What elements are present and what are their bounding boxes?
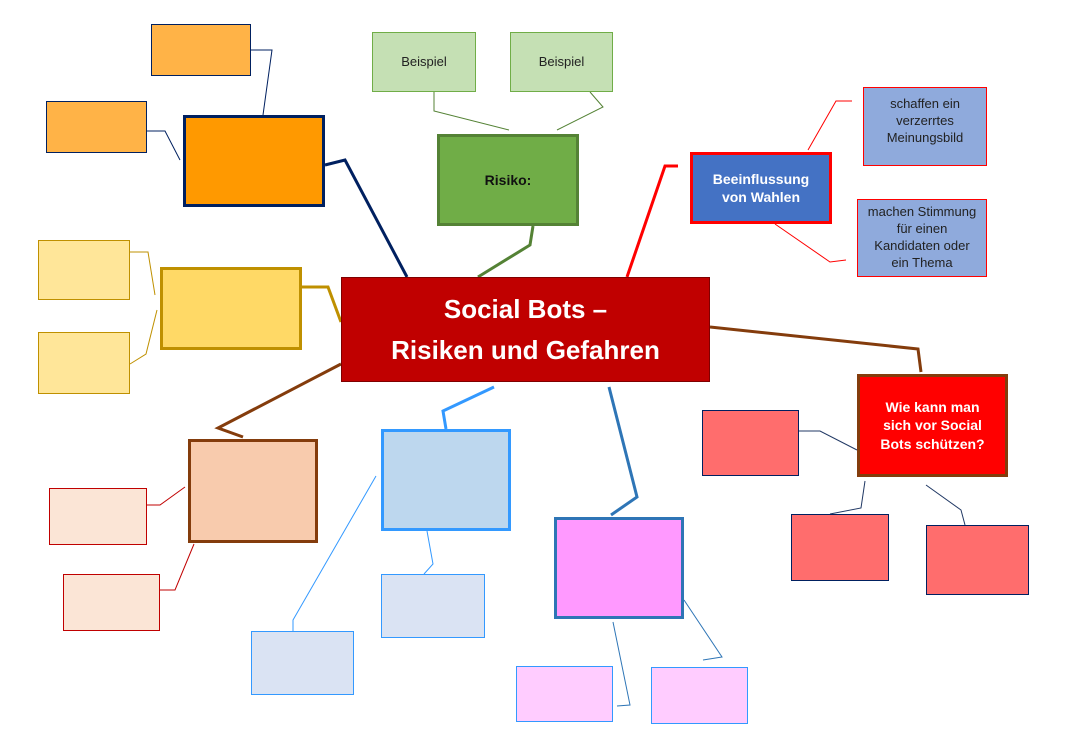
- schutz-label: Wie kann man sich vor Social Bots schütz…: [880, 399, 985, 452]
- connector-wahlen: [625, 164, 678, 278]
- connector-lightblue: [441, 385, 495, 430]
- connector-orange: [324, 158, 409, 278]
- risiko-example-label: Beispiel: [401, 53, 447, 69]
- wahlen-point: machen Stimmung für einen Kandidaten ode…: [857, 199, 987, 277]
- risiko-label: Risiko:: [484, 171, 532, 188]
- connector-risiko: [477, 225, 535, 279]
- center-title-line2: Risiken und Gefahren: [391, 334, 660, 365]
- connector-lightblue-sub: [292, 475, 377, 631]
- wahlen-node: Beeinflussung von Wahlen: [690, 152, 832, 224]
- schutz-subnode: [926, 525, 1029, 595]
- connector-orange-sub: [251, 49, 273, 116]
- connector-schutz-sub: [925, 484, 966, 526]
- peach-subnode: [49, 488, 147, 545]
- schutz-subnode: [702, 410, 799, 476]
- pink-subnode: [651, 667, 748, 724]
- connector-peach-sub: [147, 486, 186, 506]
- wahlen-label: Beeinflussung von Wahlen: [712, 170, 810, 205]
- lightblue-subnode: [251, 631, 354, 695]
- lightblue-node: [381, 429, 511, 531]
- connector-schutz: [709, 325, 923, 373]
- yellow-subnode: [38, 240, 130, 300]
- risiko-example-label: Beispiel: [538, 53, 585, 69]
- connector-yellow-sub: [130, 251, 156, 296]
- connector-schutz-sub: [799, 430, 858, 451]
- connector-yellow-sub: [129, 309, 158, 365]
- wahlen-point-text: machen Stimmung für einen Kandidaten ode…: [867, 204, 977, 270]
- risiko-example: Beispiel: [372, 32, 476, 92]
- schutz-node: Wie kann man sich vor Social Bots schütz…: [857, 374, 1008, 477]
- connector-lightblue-sub: [423, 530, 434, 575]
- pink-node: [554, 517, 684, 619]
- connector-schutz-sub: [829, 480, 866, 515]
- connector-wahlen-sub: [774, 223, 847, 263]
- center-title-line1: Social Bots –: [443, 294, 608, 325]
- connector-peach: [214, 362, 342, 439]
- center-node: Social Bots – Risiken und Gefahren: [341, 277, 710, 382]
- wahlen-point-text: schaffen ein verzerrtes Meinungsbild: [886, 96, 964, 145]
- orange-node: [183, 115, 325, 207]
- connector-yellow: [302, 285, 343, 323]
- orange-subnode: [46, 101, 147, 153]
- risiko-node: Risiko:: [437, 134, 579, 226]
- connector-pink-sub: [683, 599, 723, 661]
- lightblue-subnode: [381, 574, 485, 638]
- connector-risiko-sub: [433, 92, 510, 131]
- connector-orange-sub: [147, 130, 181, 161]
- pink-subnode: [516, 666, 613, 722]
- risiko-example: Beispiel: [510, 32, 613, 92]
- connector-pink: [607, 386, 639, 517]
- connector-pink-sub: [612, 621, 631, 707]
- orange-subnode: [151, 24, 251, 76]
- yellow-subnode: [38, 332, 130, 394]
- peach-node: [188, 439, 318, 543]
- connector-peach-sub: [160, 543, 195, 591]
- peach-subnode: [63, 574, 160, 631]
- wahlen-point: schaffen ein verzerrtes Meinungsbild: [863, 87, 987, 166]
- yellow-node: [160, 267, 302, 350]
- connector-risiko-sub: [556, 91, 604, 131]
- schutz-subnode: [791, 514, 889, 581]
- connector-wahlen-sub: [807, 100, 852, 151]
